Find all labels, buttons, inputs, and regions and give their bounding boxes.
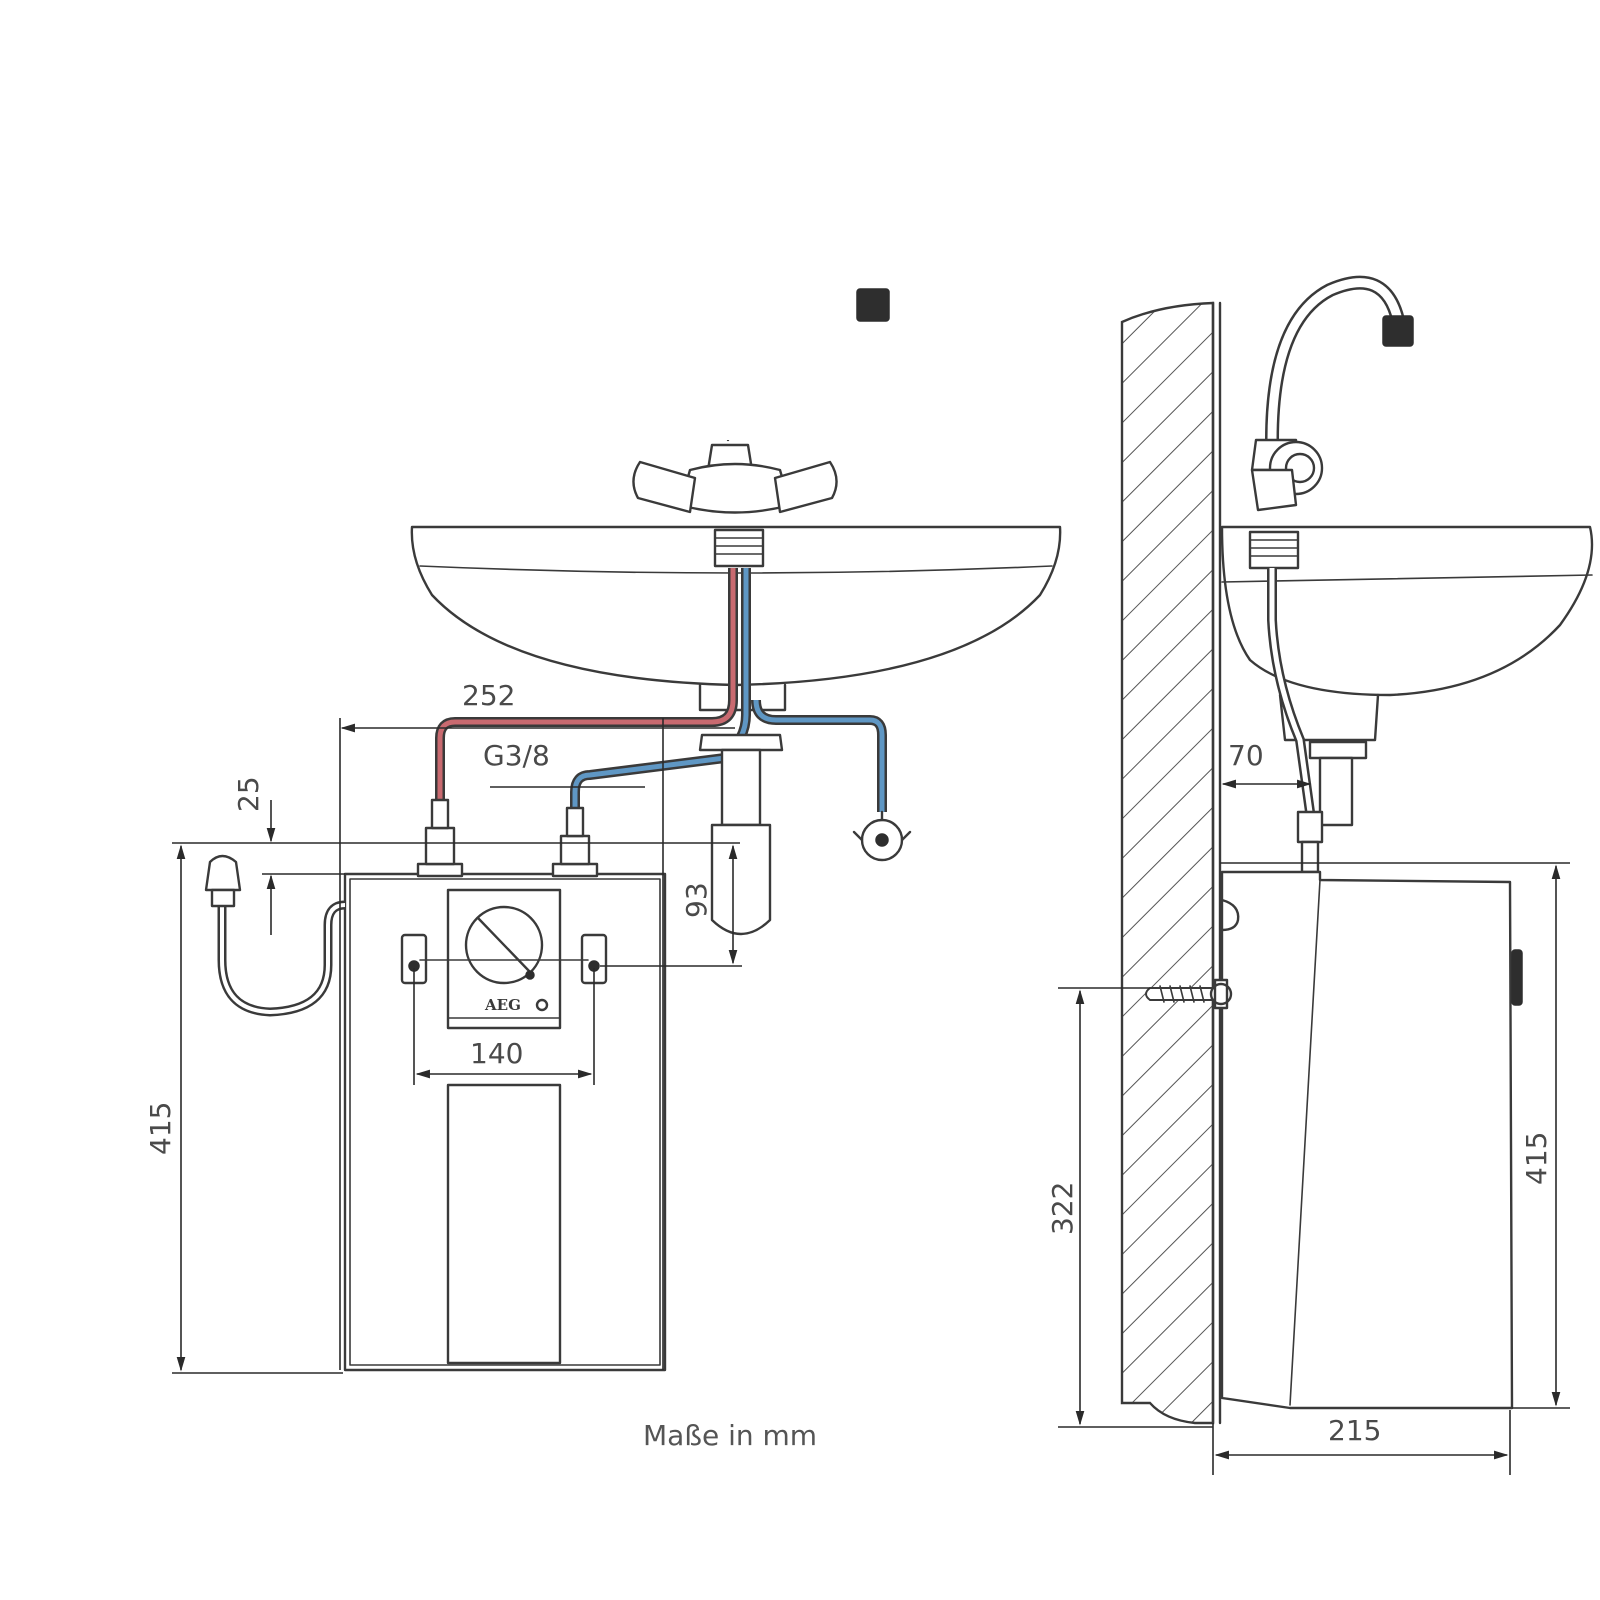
front-view: AEG: [144, 241, 1062, 1374]
side-view: 70 322 415 215: [1046, 275, 1594, 1475]
front-aerator-icon: [856, 288, 890, 322]
dim-322-label: 322: [1046, 1182, 1079, 1235]
cold-connector-icon: [551, 806, 599, 878]
side-dimensions: 70 322 415 215: [1046, 739, 1570, 1475]
side-faucet: [1248, 275, 1414, 570]
dim-415-side-label: 415: [1520, 1132, 1553, 1185]
temperature-dial-icon: [464, 905, 544, 985]
wall-screw-icon: [1145, 978, 1233, 1010]
dim-25-label: 25: [232, 776, 265, 812]
front-dimensions: 252 G3/8 415 25 93 140: [144, 679, 742, 1374]
dim-415-front-label: 415: [144, 1102, 177, 1155]
front-faucet: [632, 241, 890, 568]
dim-93-label: 93: [680, 882, 713, 918]
dim-thread-label: G3/8: [483, 739, 550, 772]
front-cold-handle-icon: [773, 460, 838, 514]
brand-label: AEG: [484, 996, 521, 1014]
side-wall: [1120, 301, 1222, 1425]
hot-water-pipe: [437, 568, 736, 800]
front-pipes: [435, 568, 912, 862]
front-water-heater: AEG: [343, 798, 667, 1372]
dim-140-label: 140: [470, 1037, 523, 1070]
side-washbasin: [1220, 525, 1594, 742]
dim-70-label: 70: [1228, 739, 1264, 772]
side-water-heater: [1220, 870, 1523, 1410]
front-siphon: [698, 733, 784, 936]
cold-water-pipe: [572, 568, 749, 808]
side-aerator-icon: [1382, 315, 1414, 347]
dim-252-label: 252: [462, 679, 515, 712]
hot-connector-icon: [416, 798, 464, 878]
side-pipes: [1267, 568, 1368, 874]
side-indicator-icon: [1511, 949, 1523, 1006]
power-cable: [204, 854, 346, 1017]
dim-215-label: 215: [1328, 1414, 1381, 1447]
front-hot-handle-icon: [632, 460, 697, 514]
units-note: Maße in mm: [643, 1419, 817, 1452]
power-plug-icon: [204, 854, 242, 892]
cold-supply-pipe: [753, 699, 885, 812]
